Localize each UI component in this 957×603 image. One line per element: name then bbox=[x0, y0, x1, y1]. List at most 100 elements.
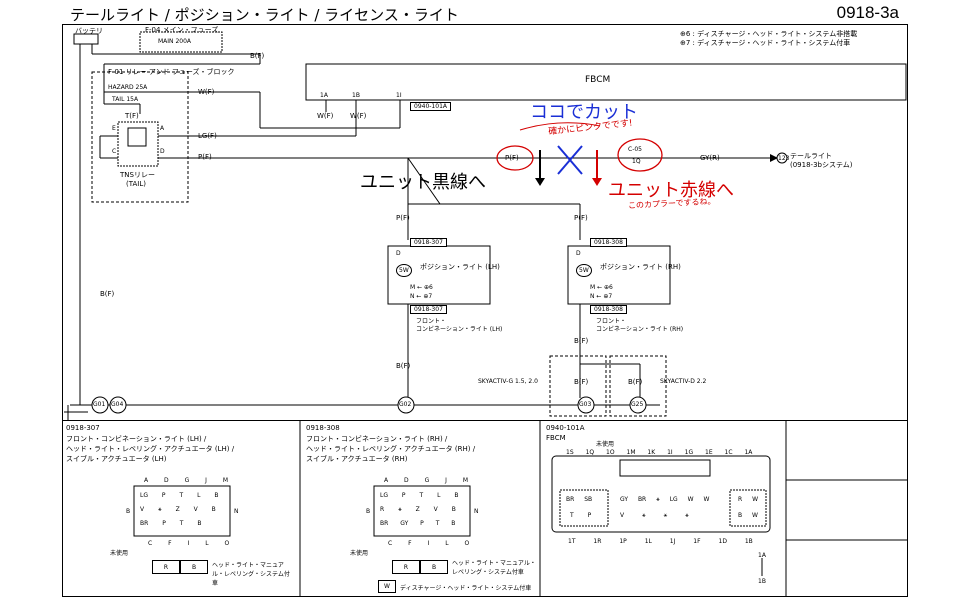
c308-line3: スイブル・アクチュエータ (RH) bbox=[306, 455, 408, 463]
c307-side-b: B bbox=[126, 508, 131, 515]
c0940-cells-right-2: B W bbox=[738, 512, 758, 519]
c0940-side-1a: 1A bbox=[758, 552, 766, 559]
pos-lh-sub1: フロント・ bbox=[416, 318, 447, 325]
fbcm-pin-1i: 1I bbox=[396, 92, 402, 99]
page-title: テールライト / ポジション・ライト / ライセンス・ライト bbox=[70, 6, 459, 24]
ground-g03: G03 bbox=[579, 401, 592, 408]
hazard-fuse: HAZARD 25A bbox=[108, 84, 148, 91]
ground-g25: G25 bbox=[631, 401, 644, 408]
c308-leg-b: B bbox=[420, 560, 448, 574]
annotation-black-wire: ユニット黒線へ bbox=[360, 172, 486, 193]
main-fuse-rating: MAIN 200A bbox=[158, 38, 192, 45]
pos-lh-conn-top: 0918-307 bbox=[410, 238, 447, 247]
c307-line1: フロント・コンビネーション・ライト (LH) / bbox=[66, 435, 207, 443]
battery-label: バッテリ bbox=[75, 27, 103, 35]
pos-rh-sub2: コンビネーション・ライト (RH) bbox=[596, 326, 684, 333]
relay-sub: (TAIL) bbox=[126, 180, 146, 188]
pos-lh-m: M ← ⊕6 bbox=[410, 284, 433, 291]
skyactiv-g: SKYACTIV-G 1.5, 2.0 bbox=[478, 378, 538, 385]
fbcm-pin-1b: 1B bbox=[352, 92, 360, 99]
c307-line2: ヘッド・ライト・レベリング・アクチュエータ (LH) / bbox=[66, 445, 235, 453]
main-fuse-name: F-04 メイン・フューズ bbox=[145, 26, 219, 34]
c307-leg-r: R bbox=[152, 560, 180, 574]
c308-top-pins: A D G J M bbox=[384, 477, 469, 484]
c308-legend: ヘッド・ライト・マニュアル・レベリング・システム付車 bbox=[452, 560, 536, 576]
c308-leg-w: W bbox=[378, 580, 396, 593]
c308-row1: LG P T L B bbox=[380, 492, 459, 499]
tail-dest-label: テールライト bbox=[790, 152, 832, 160]
annotation-red-wire: ユニット赤線へ bbox=[608, 180, 734, 201]
ground-g01: G01 bbox=[93, 401, 106, 408]
c308-unused: 未使用 bbox=[350, 550, 369, 557]
c307-bot-pins: C F I L O bbox=[148, 540, 230, 547]
c307-leg-b: B bbox=[180, 560, 208, 574]
pos-lh-name: ポジション・ライト (LH) bbox=[420, 263, 500, 271]
c308-line1: フロント・コンビネーション・ライト (RH) / bbox=[306, 435, 448, 443]
wire-bf-lh: B(F) bbox=[396, 362, 411, 370]
c308-row2: R ⚹ Z V B bbox=[380, 506, 456, 513]
c307-unused: 未使用 bbox=[110, 550, 129, 557]
wire-wf-1b: W(F) bbox=[350, 112, 367, 120]
pos-rh-conn-bot: 0918-308 bbox=[590, 305, 627, 314]
wire-wf-1a: W(F) bbox=[317, 112, 334, 120]
relay-pin-c: C bbox=[112, 148, 117, 155]
c0940-code: 0940-101A bbox=[546, 424, 585, 432]
diagram-frame bbox=[62, 24, 908, 597]
skyactiv-d: SKYACTIV-D 2.2 bbox=[660, 378, 707, 385]
annotation-c05: C-05 bbox=[628, 146, 642, 153]
pos-rh-n: N ← ⊕7 bbox=[590, 293, 613, 300]
ground-g02: G02 bbox=[399, 401, 412, 408]
c0940-name: FBCM bbox=[546, 434, 566, 442]
annotation-cut: ココでカット bbox=[530, 102, 638, 123]
wire-lgf: LG(F) bbox=[198, 132, 217, 140]
c307-top-pins: A D G J M bbox=[144, 477, 229, 484]
note-6: ⊕6 : ディスチャージ・ヘッド・ライト・システム非搭載 bbox=[680, 30, 858, 38]
c0940-cells-mid-2: V ⚹ ⚹ ⚹ bbox=[620, 512, 689, 519]
c308-legend2: ディスチャージ・ヘッド・ライト・システム付車 bbox=[400, 585, 532, 592]
wire-bf-g25: B(F) bbox=[628, 378, 643, 386]
wire-bf-left: B(F) bbox=[100, 290, 115, 298]
fbcm-label: FBCM bbox=[585, 75, 611, 85]
pos-rh-bulb-icon: 5W bbox=[576, 264, 592, 277]
c307-code: 0918-307 bbox=[66, 424, 100, 432]
pos-lh-d: D bbox=[396, 250, 401, 257]
c0940-top-pins: 1S 1Q 1O 1M 1K 1I 1G 1E 1C 1A bbox=[566, 449, 753, 456]
c307-legend: ヘッド・ライト・マニュアル・レベリング・システム付車 bbox=[212, 562, 290, 587]
c307-side-n: N bbox=[234, 508, 239, 515]
wire-pf-lh: P(F) bbox=[396, 214, 410, 222]
pos-rh-d: D bbox=[576, 250, 581, 257]
note-7: ⊕7 : ディスチャージ・ヘッド・ライト・システム付車 bbox=[680, 39, 851, 47]
c308-side-b: B bbox=[366, 508, 371, 515]
c307-line3: スイブル・アクチュエータ (LH) bbox=[66, 455, 167, 463]
section-divider bbox=[62, 420, 908, 421]
c0940-cells-right-1: R W bbox=[738, 496, 759, 503]
c308-row3: BR GY P T B bbox=[380, 520, 456, 527]
relay-pin-d: D bbox=[160, 148, 165, 155]
tail-fuse: TAIL 15A bbox=[112, 96, 139, 103]
c308-bot-pins: C F I L O bbox=[388, 540, 470, 547]
wire-pf-rh: P(F) bbox=[574, 214, 588, 222]
wire-bf-rh: B(F) bbox=[574, 337, 589, 345]
annotation-pf: P(F) bbox=[505, 154, 519, 162]
pos-rh-name: ポジション・ライト (RH) bbox=[600, 263, 681, 271]
annotation-c05-pin: 1Q bbox=[632, 158, 641, 165]
relay-name: TNSリレー bbox=[120, 171, 155, 179]
relay-block-name: F-01 リレー アンド フューズ・ブロック bbox=[108, 68, 235, 76]
wire-wf: W(F) bbox=[198, 88, 215, 96]
c0940-cells-mid-1: GY BR ⚹ LG W W bbox=[620, 496, 710, 503]
tail-ref: 123 bbox=[778, 155, 790, 162]
wire-gyr: GY(R) bbox=[700, 154, 720, 162]
pos-lh-conn-bot: 0918-307 bbox=[410, 305, 447, 314]
wire-bf-g03: B(F) bbox=[574, 378, 589, 386]
c0940-bot-pins: 1T 1R 1P 1L 1J 1F 1D 1B bbox=[568, 538, 753, 545]
relay-pin-a: A bbox=[160, 125, 165, 132]
pos-lh-n: N ← ⊕7 bbox=[410, 293, 433, 300]
c308-code: 0918-308 bbox=[306, 424, 340, 432]
c307-row2: V ⚹ Z V B bbox=[140, 506, 216, 513]
pos-lh-sub2: コンビネーション・ライト (LH) bbox=[416, 326, 503, 333]
c0940-cells-left-1: BR SB bbox=[566, 496, 593, 503]
c307-row3: BR P T B bbox=[140, 520, 202, 527]
tail-dest-sub: (0918-3bシステム) bbox=[790, 161, 853, 169]
